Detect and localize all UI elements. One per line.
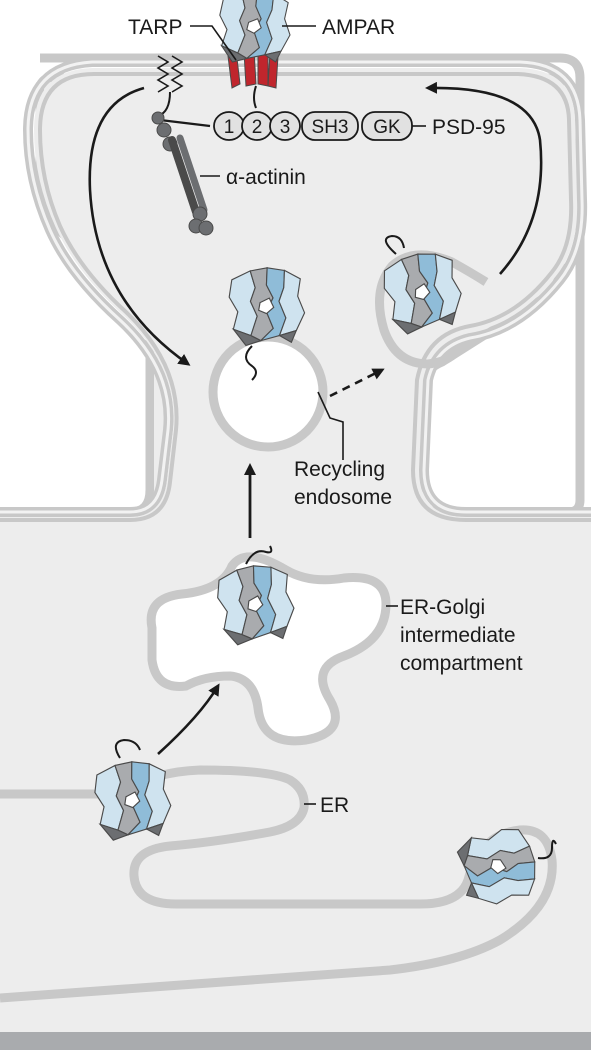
tarp-label: TARP	[128, 16, 182, 39]
lipid-anchor-icon	[156, 55, 184, 93]
recycling-endosome-label-2: endosome	[294, 486, 392, 509]
recycling-endosome-label-1: Recycling	[294, 458, 385, 481]
psd95-domain-3: 3	[280, 117, 291, 138]
psd95-chain: 1 2 3 SH3 GK	[159, 111, 426, 141]
endoplasmic-reticulum	[0, 765, 557, 1003]
psd95-domain-gk: GK	[373, 117, 401, 138]
psd95-domain-2: 2	[252, 117, 263, 138]
arrow-exocytosis-icon	[329, 368, 385, 398]
arrow-icon	[88, 86, 191, 366]
recycling-endosome	[208, 332, 328, 452]
actinin-label: α-actinin	[226, 166, 306, 189]
tarp-icon	[227, 49, 279, 109]
arrow-er-to-ergic-icon	[157, 683, 220, 755]
er-label: ER	[320, 794, 349, 817]
psd95-label: PSD-95	[432, 116, 506, 139]
ergic-compartment	[146, 552, 391, 746]
bottom-membrane-bar	[0, 1032, 591, 1050]
ergic-label-3: compartment	[400, 652, 523, 675]
psd95-domain-sh3: SH3	[312, 117, 349, 138]
arrow-surface-icon	[425, 81, 543, 275]
psd95-domain-1: 1	[224, 117, 235, 138]
actinin-icon	[151, 111, 214, 236]
ampar-er-icon	[91, 757, 175, 843]
exocytosis-vesicle	[375, 250, 489, 369]
ampar-endosome-icon	[226, 264, 308, 347]
ampar-label: AMPAR	[322, 16, 395, 39]
ergic-label-1: ER-Golgi	[400, 596, 485, 619]
ergic-label-2: intermediate	[400, 624, 516, 647]
